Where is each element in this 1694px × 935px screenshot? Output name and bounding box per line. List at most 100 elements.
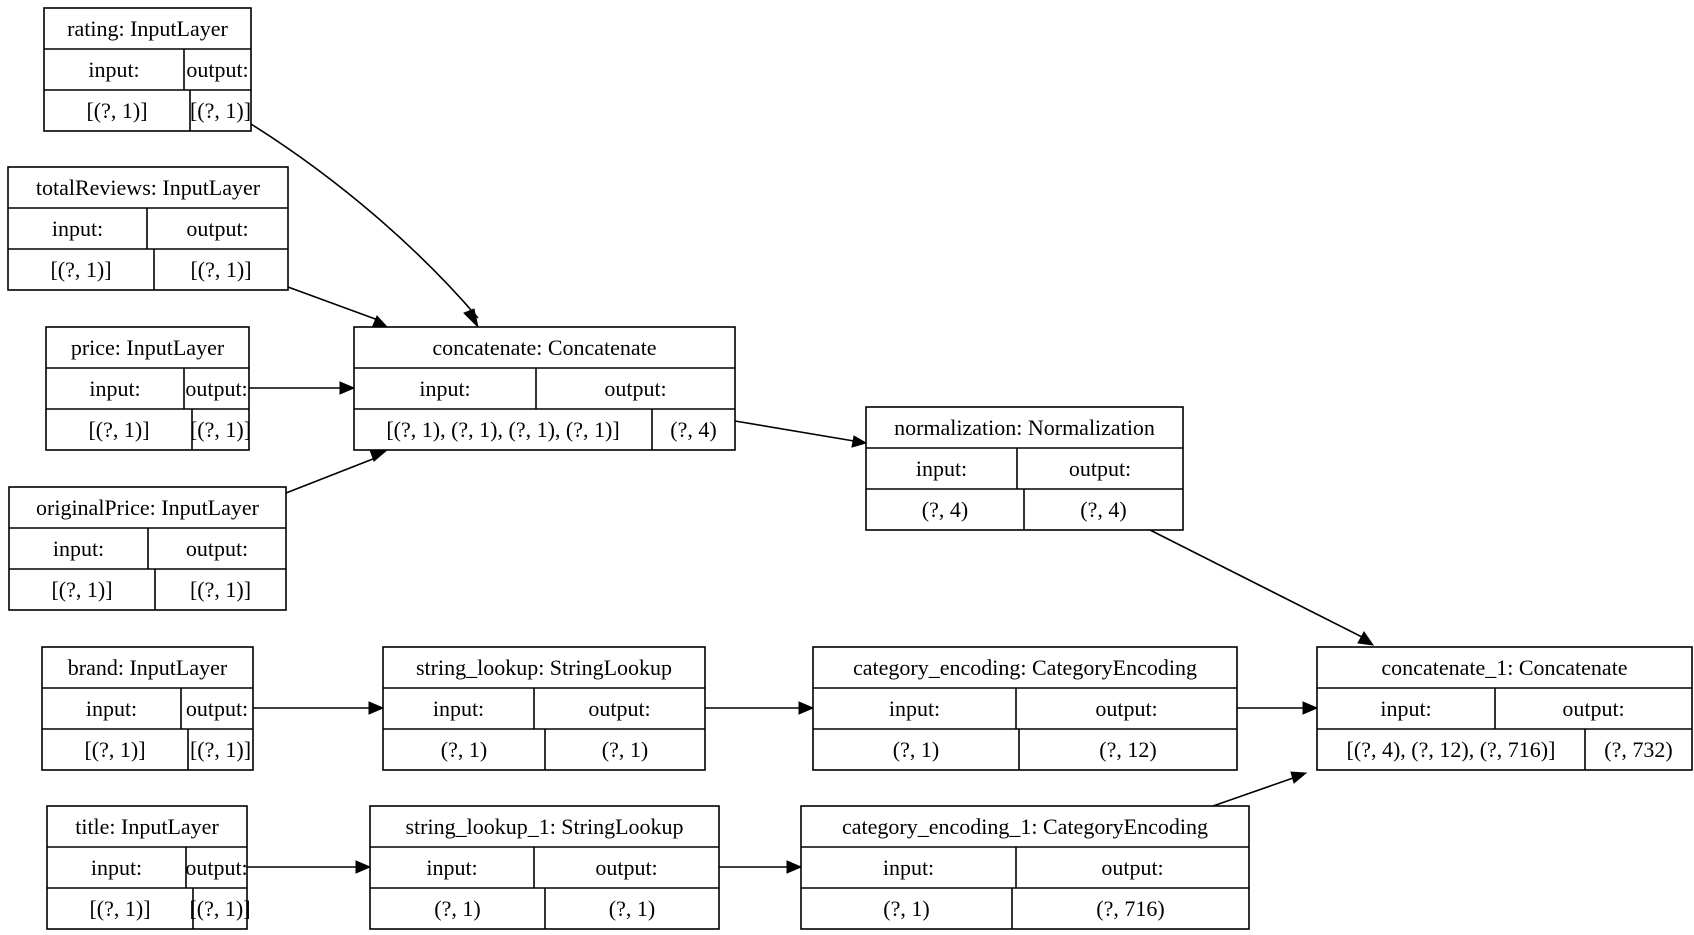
output-shape: [(?, 1)] bbox=[190, 257, 251, 282]
edge-line bbox=[250, 123, 479, 319]
input-label: input: bbox=[86, 696, 137, 721]
layer-node-normalization: normalization: Normalization input: output… bbox=[865, 406, 1184, 531]
input-label: input: bbox=[88, 57, 139, 82]
edge-line bbox=[1212, 776, 1297, 807]
arrowhead-icon bbox=[851, 435, 868, 448]
layer-box bbox=[45, 326, 250, 451]
input-label: input: bbox=[53, 536, 104, 561]
edge-line bbox=[285, 456, 379, 494]
input-label: input: bbox=[889, 696, 940, 721]
input-shape: [(?, 1)] bbox=[51, 577, 112, 602]
input-shape: (?, 1) bbox=[883, 896, 929, 921]
input-shape: (?, 1) bbox=[441, 737, 487, 762]
output-shape: (?, 716) bbox=[1096, 896, 1164, 921]
output-label: output: bbox=[185, 855, 247, 880]
layer-node-category_encoding_1: category_encoding_1: CategoryEncoding inp… bbox=[800, 805, 1250, 930]
output-shape: (?, 4) bbox=[670, 417, 716, 442]
layer-node-originalPrice: originalPrice: InputLayer input: output: [(… bbox=[8, 486, 287, 611]
output-label: output: bbox=[186, 536, 248, 561]
edge-category_encoding_1-to-concatenate_1 bbox=[1212, 771, 1308, 807]
layer-title: brand: InputLayer bbox=[68, 655, 228, 680]
edge-title-to-string_lookup_1 bbox=[247, 860, 372, 874]
edge-price-to-concatenate bbox=[249, 381, 356, 395]
output-label: output: bbox=[604, 376, 666, 401]
edge-line bbox=[734, 420, 855, 442]
output-label: output: bbox=[1069, 456, 1131, 481]
layer-box bbox=[353, 326, 736, 451]
edge-normalization-to-concatenate_1 bbox=[1149, 529, 1375, 646]
output-label: output: bbox=[186, 216, 248, 241]
output-label: output: bbox=[1562, 696, 1624, 721]
layer-box bbox=[812, 646, 1238, 771]
edge-originalPrice-to-concatenate bbox=[285, 449, 389, 494]
output-shape: (?, 4) bbox=[1080, 497, 1126, 522]
layer-node-category_encoding: category_encoding: CategoryEncoding input… bbox=[812, 646, 1238, 771]
edge-concatenate-to-normalization bbox=[734, 420, 868, 448]
output-shape: [(?, 1)] bbox=[189, 896, 250, 921]
layer-title: originalPrice: InputLayer bbox=[36, 495, 260, 520]
output-label: output: bbox=[595, 855, 657, 880]
layer-title: string_lookup_1: StringLookup bbox=[405, 814, 683, 839]
input-shape: (?, 1) bbox=[893, 737, 939, 762]
layer-node-concatenate_1: concatenate_1: Concatenateinput:output:[… bbox=[1316, 646, 1693, 771]
layer-box bbox=[382, 646, 706, 771]
layer-title: rating: InputLayer bbox=[67, 16, 228, 41]
input-shape: [(?, 1)] bbox=[50, 257, 111, 282]
output-label: output: bbox=[185, 376, 247, 401]
layer-box bbox=[41, 646, 254, 771]
input-label: input: bbox=[419, 376, 470, 401]
output-shape: (?, 732) bbox=[1604, 737, 1672, 762]
edge-string_lookup_1-to-category_encoding_1 bbox=[719, 860, 803, 874]
input-shape: [(?, 1)] bbox=[84, 737, 145, 762]
edge-line bbox=[287, 286, 379, 321]
output-shape: [(?, 1)] bbox=[190, 737, 251, 762]
output-shape: [(?, 1)] bbox=[190, 98, 251, 123]
edge-category_encoding-to-concatenate_1 bbox=[1237, 701, 1319, 715]
layer-box bbox=[7, 166, 289, 291]
input-label: input: bbox=[916, 456, 967, 481]
input-label: input: bbox=[91, 855, 142, 880]
output-shape: (?, 12) bbox=[1099, 737, 1156, 762]
edge-brand-to-string_lookup bbox=[253, 701, 385, 715]
input-shape: [(?, 1)] bbox=[88, 417, 149, 442]
output-shape: [(?, 1)] bbox=[190, 417, 251, 442]
layer-title: normalization: Normalization bbox=[894, 415, 1155, 440]
layer-box bbox=[46, 805, 248, 930]
edge-totalReviews-to-concatenate bbox=[287, 286, 389, 329]
layer-box bbox=[800, 805, 1250, 930]
layer-title: category_encoding_1: CategoryEncoding bbox=[842, 814, 1208, 839]
layer-box bbox=[43, 7, 252, 132]
output-label: output: bbox=[186, 696, 248, 721]
input-label: input: bbox=[426, 855, 477, 880]
arrowhead-icon bbox=[1302, 701, 1319, 715]
input-shape: [(?, 1)] bbox=[89, 896, 150, 921]
layer-title: category_encoding: CategoryEncoding bbox=[853, 655, 1197, 680]
layer-node-string_lookup_1: string_lookup_1: StringLookup input: outpu… bbox=[369, 805, 720, 930]
output-shape: (?, 1) bbox=[602, 737, 648, 762]
input-label: input: bbox=[1380, 696, 1431, 721]
edge-line bbox=[1149, 529, 1363, 638]
input-label: input: bbox=[883, 855, 934, 880]
arrowhead-icon bbox=[1290, 771, 1308, 784]
layer-title: title: InputLayer bbox=[75, 814, 219, 839]
input-label: input: bbox=[89, 376, 140, 401]
arrowhead-icon bbox=[339, 381, 356, 395]
layer-title: concatenate: Concatenate bbox=[432, 335, 656, 360]
output-shape: (?, 1) bbox=[609, 896, 655, 921]
layer-node-string_lookup: string_lookup: StringLookupinput:output:… bbox=[382, 646, 706, 771]
input-shape: [(?, 4), (?, 12), (?, 716)] bbox=[1347, 737, 1556, 762]
arrowhead-icon bbox=[1357, 631, 1375, 646]
layer-title: totalReviews: InputLayer bbox=[36, 175, 261, 200]
layer-node-brand: brand: InputLayer input: output: [(?, 1)] [(… bbox=[41, 646, 254, 771]
layer-node-title: title: InputLayer input: output: [(?, 1)] [(… bbox=[46, 805, 251, 930]
edge-rating-to-concatenate bbox=[250, 123, 479, 329]
layer-node-concatenate: concatenate: Concatenateinput:output:[(?… bbox=[353, 326, 736, 451]
output-label: output: bbox=[588, 696, 650, 721]
input-label: input: bbox=[433, 696, 484, 721]
output-label: output: bbox=[186, 57, 248, 82]
arrowhead-icon bbox=[368, 701, 385, 715]
input-label: input: bbox=[52, 216, 103, 241]
